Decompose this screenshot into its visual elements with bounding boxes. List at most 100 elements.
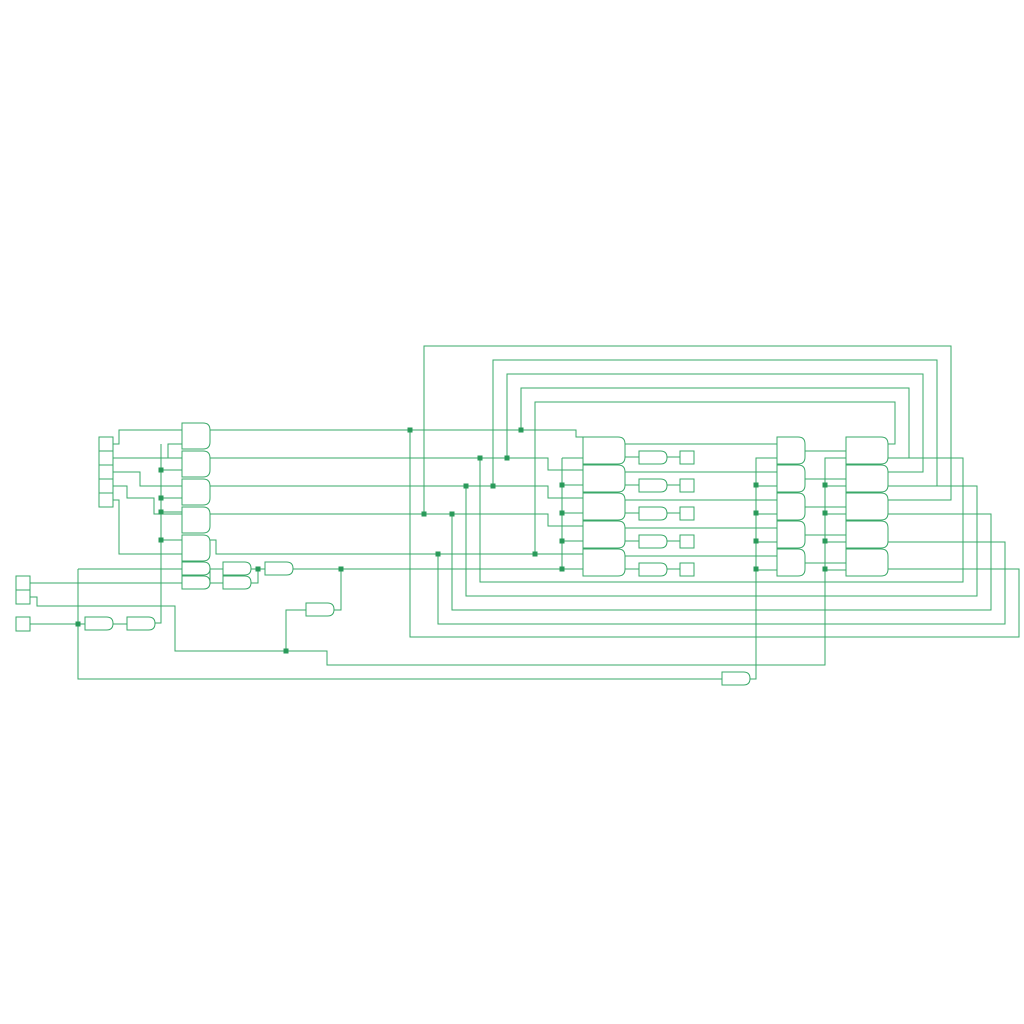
wire [113, 429, 182, 445]
wire [534, 401, 896, 554]
wire-junction [255, 566, 261, 572]
wire [113, 443, 182, 459]
wire-junction [158, 537, 164, 543]
logic-gate [721, 671, 751, 686]
output-pin [679, 534, 695, 549]
wire [465, 485, 978, 597]
buffer-gate [638, 562, 668, 577]
input-pin [98, 464, 114, 480]
output-pin [679, 478, 695, 493]
wire [334, 569, 342, 611]
wire [155, 444, 162, 624]
wire [210, 513, 583, 527]
buffer-gate [638, 534, 668, 549]
input-pin [15, 616, 31, 632]
wire-junction [421, 511, 427, 517]
buffer-gate [638, 478, 668, 493]
wire-junction [822, 566, 828, 572]
wire-junction [449, 511, 455, 517]
wire-junction [158, 467, 164, 473]
logic-gate [222, 561, 252, 576]
wire-junction [753, 510, 759, 516]
buffer-gate [638, 450, 668, 465]
logic-gate [126, 616, 156, 631]
wire-junction [822, 510, 828, 516]
register-cell [776, 436, 806, 465]
wire-junction [753, 566, 759, 572]
component-layer [15, 422, 889, 686]
wire-junction [75, 621, 81, 627]
input-pin [98, 478, 114, 494]
wire-junction [559, 482, 565, 488]
register-cell [845, 548, 889, 577]
wire-junction [463, 483, 469, 489]
wire [210, 429, 583, 438]
input-pin [98, 492, 114, 508]
register-cell [582, 464, 626, 493]
wire-junction [338, 566, 344, 572]
logic-gate [305, 602, 335, 617]
register-cell [776, 548, 806, 577]
wire [479, 457, 964, 583]
wire-junction [435, 551, 441, 557]
wire [285, 609, 306, 651]
wire-junction [477, 455, 483, 461]
register-cell [776, 464, 806, 493]
wire-junction [283, 648, 289, 654]
wire-junction [822, 482, 828, 488]
wire [451, 513, 992, 611]
output-pin [679, 562, 695, 577]
decoder-gate [181, 534, 211, 562]
wire-junction [518, 427, 524, 433]
junction-layer [75, 427, 828, 654]
input-pin [98, 436, 114, 452]
wire [210, 457, 583, 471]
wire [113, 485, 182, 515]
wire [506, 373, 924, 473]
register-cell [845, 436, 889, 465]
wire-junction [753, 538, 759, 544]
wire-junction [504, 455, 510, 461]
wire-junction [559, 538, 565, 544]
wire [251, 569, 259, 584]
register-cell [776, 520, 806, 549]
wire-junction [158, 495, 164, 501]
wire [423, 345, 952, 514]
output-pin [679, 450, 695, 465]
wire-junction [559, 510, 565, 516]
decoder-gate [181, 575, 211, 590]
decoder-gate [181, 450, 211, 478]
wire [77, 624, 722, 680]
wire [113, 499, 182, 555]
logic-gate [264, 561, 294, 576]
wire [210, 539, 583, 555]
wire-junction [753, 482, 759, 488]
decoder-gate [181, 422, 211, 450]
register-cell [845, 520, 889, 549]
wire-junction [407, 427, 413, 433]
decoder-gate [181, 561, 211, 576]
register-cell [845, 464, 889, 493]
input-pin [98, 450, 114, 466]
output-pin [679, 506, 695, 521]
input-pin [15, 589, 31, 605]
wire-layer [30, 345, 1020, 680]
wire [210, 485, 583, 499]
register-cell [845, 492, 889, 521]
logic-gate [84, 616, 114, 631]
wire-junction [559, 566, 565, 572]
register-cell [582, 436, 626, 465]
logic-gate [222, 575, 252, 590]
wire [113, 471, 182, 487]
decoder-gate [181, 506, 211, 534]
register-cell [776, 492, 806, 521]
buffer-gate [638, 506, 668, 521]
register-cell [582, 492, 626, 521]
wire-junction [490, 483, 496, 489]
wire-junction [158, 509, 164, 515]
wire-junction [532, 551, 538, 557]
register-cell [582, 520, 626, 549]
input-pin [15, 575, 31, 591]
